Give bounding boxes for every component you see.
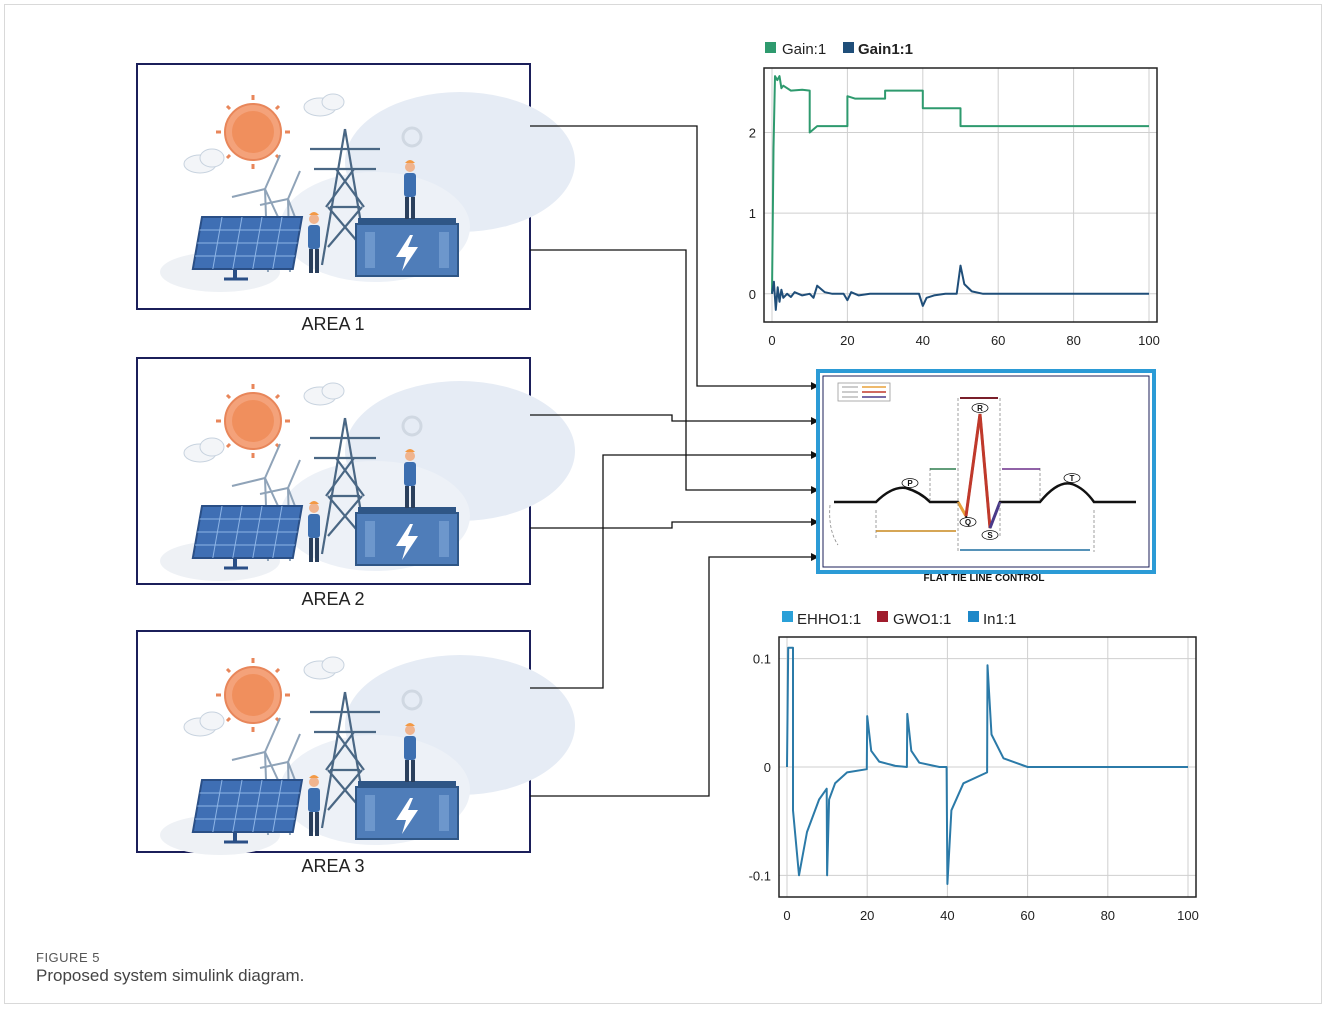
- chart-optimizer-comparison: EHHO1:1 GWO1:1 In1:1 0 20 40 60 80 100 -0.1 0 0.…: [749, 611, 1199, 923]
- legend-gain-label: Gain:1: [782, 41, 826, 58]
- x-tick-label: 0: [783, 908, 790, 923]
- connector-area2-bottom: [530, 518, 819, 529]
- series-line-gain1-1: [771, 264, 1149, 311]
- connector-area3-top: [530, 451, 819, 689]
- area-2-label: AREA 2: [301, 589, 364, 609]
- y-tick-label: 0: [749, 287, 756, 302]
- legend-ehho-label: EHHO1:1: [797, 611, 861, 628]
- wave-letter-s: S: [987, 531, 993, 540]
- figure-caption: Proposed system simulink diagram.: [36, 966, 305, 985]
- legend-swatch-in1: [968, 611, 979, 622]
- legend-swatch-gain1: [843, 42, 854, 53]
- y-tick-label: -0.1: [749, 868, 771, 883]
- series-line-in1-1: [786, 646, 1188, 885]
- flat-tie-line-control-block: P Q R S T FLAT TIE LINE CONTROL: [816, 369, 1156, 584]
- x-tick-label: 20: [860, 908, 874, 923]
- connector-area1-top: [530, 125, 819, 390]
- controller-label: FLAT TIE LINE CONTROL: [924, 573, 1045, 584]
- x-tick-label: 20: [840, 333, 854, 348]
- x-tick-label: 40: [916, 333, 930, 348]
- x-tick-label: 100: [1138, 333, 1160, 348]
- area-3-label: AREA 3: [301, 856, 364, 876]
- y-tick-label: 1: [749, 206, 756, 221]
- legend-gwo-label: GWO1:1: [893, 611, 951, 628]
- connector-area1-bottom: [530, 249, 819, 494]
- y-tick-label: 0.1: [753, 652, 771, 667]
- connector-area3-bottom: [530, 553, 819, 797]
- legend-in1-label: In1:1: [983, 611, 1016, 628]
- y-tick-label: 0: [764, 760, 771, 775]
- area-2-block: AREA 2: [136, 357, 577, 609]
- x-tick-label: 40: [940, 908, 954, 923]
- x-tick-label: 0: [768, 333, 775, 348]
- area-1-block: AREA 1: [136, 63, 577, 334]
- figure-label: FIGURE 5: [36, 950, 100, 965]
- wave-letter-t: T: [1070, 474, 1075, 483]
- wave-letter-r: R: [977, 404, 983, 413]
- x-tick-label: 60: [1020, 908, 1034, 923]
- wave-letter-q: Q: [965, 518, 971, 527]
- x-tick-label: 80: [1101, 908, 1115, 923]
- connector-area2-top: [530, 414, 819, 425]
- legend-swatch-gwo: [877, 611, 888, 622]
- legend-gain1-label: Gain1:1: [858, 41, 913, 58]
- area-3-block: AREA 3: [136, 630, 577, 876]
- wave-letter-p: P: [907, 479, 913, 488]
- y-tick-label: 2: [749, 126, 756, 141]
- connector-lines: [530, 125, 819, 797]
- x-tick-label: 80: [1066, 333, 1080, 348]
- series-line-gain-1: [771, 75, 1149, 294]
- chart-gain-outputs: Gain:1 Gain1:1 0 20 40 60 80 100 0 1 2: [749, 41, 1160, 348]
- legend-swatch-ehho: [782, 611, 793, 622]
- x-tick-label: 100: [1177, 908, 1199, 923]
- legend-swatch-gain: [765, 42, 776, 53]
- area-1-label: AREA 1: [301, 314, 364, 334]
- figure-frame: [4, 4, 1322, 1004]
- x-tick-label: 60: [991, 333, 1005, 348]
